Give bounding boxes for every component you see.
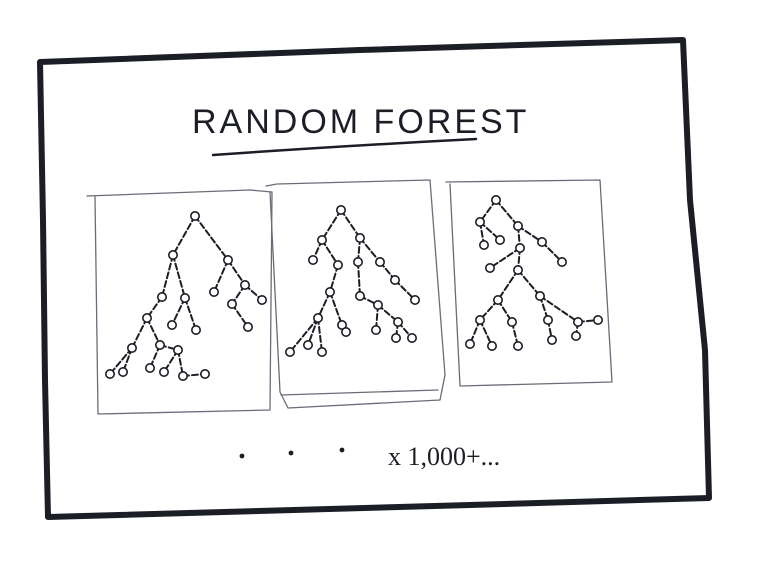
tree-edge (357, 261, 361, 297)
title-underline (211, 137, 478, 157)
tree-node (374, 256, 385, 267)
tree-node (302, 339, 313, 350)
tree-node (284, 346, 295, 357)
tree-node (506, 316, 517, 327)
tree-node (370, 324, 381, 335)
outer-frame (37, 37, 712, 520)
tree-node (392, 316, 403, 327)
tree-node (316, 346, 327, 357)
tree-node (145, 362, 156, 373)
tree-edge (340, 209, 361, 239)
tree-panel-1 (86, 189, 273, 415)
tree-node (572, 316, 583, 327)
tree-panel-3 (445, 179, 613, 387)
tree-edge (321, 209, 342, 241)
tree-edge (109, 347, 133, 375)
tree-node (157, 291, 168, 302)
tree-node (227, 298, 238, 309)
tree-node (474, 217, 485, 228)
tree-node (542, 314, 553, 325)
tree-node (173, 344, 184, 355)
tree-edge (495, 199, 519, 227)
tree-node (324, 286, 335, 297)
tree-node (256, 294, 267, 305)
tree-node (209, 286, 220, 297)
tree-node (159, 366, 170, 377)
tree-node (118, 366, 129, 377)
tree-node (354, 233, 365, 244)
tree-node (168, 250, 179, 261)
tree-node (409, 294, 420, 305)
tree-node (546, 334, 557, 345)
tree-node (372, 299, 383, 310)
tree-edge (184, 297, 197, 331)
tree-node (464, 338, 475, 349)
tree-node (340, 326, 351, 337)
tree-edge (213, 259, 229, 293)
tree-edge (161, 254, 174, 298)
tree-node (570, 330, 581, 341)
tree-edge (172, 254, 186, 299)
tree-node (474, 314, 485, 325)
tree-node (536, 237, 547, 248)
tree-node (352, 256, 363, 267)
tree-edge (359, 237, 381, 263)
tree-node (406, 332, 417, 343)
tree-panel-2 (265, 179, 446, 409)
tree-node (167, 319, 178, 330)
tree-node (484, 262, 495, 273)
tree-edge (329, 291, 343, 326)
title: RANDOM FOREST (192, 103, 529, 141)
tree-node (494, 235, 505, 246)
tree-node (389, 274, 400, 285)
tree-node (556, 256, 567, 267)
tree-edge (539, 295, 579, 323)
tree-count-label: x 1,000+... (388, 442, 500, 471)
tree-node (190, 211, 201, 222)
decision-tree-2 (284, 205, 420, 357)
tree-node (354, 290, 365, 301)
tree-node (200, 368, 211, 379)
tree-node (307, 255, 318, 266)
tree-edge (489, 247, 521, 269)
tree-node (243, 321, 254, 332)
tree-node (191, 324, 202, 335)
tree-edge (172, 215, 196, 256)
tree-node (492, 294, 503, 305)
tree-edge (131, 317, 148, 349)
decision-tree-3 (464, 195, 603, 351)
tree-node (534, 290, 545, 301)
tree-node (223, 255, 234, 266)
tree-node (312, 312, 323, 323)
tree-node (512, 340, 523, 351)
tree-node (486, 340, 497, 351)
tree-node (127, 342, 138, 353)
tree-node (512, 264, 523, 275)
tree-node (332, 259, 343, 270)
tree-node (316, 235, 327, 246)
tree-node (335, 205, 346, 216)
tree-node (390, 332, 401, 343)
tree-edge (317, 317, 323, 353)
tree-node (155, 339, 166, 350)
decision-tree-1 (105, 211, 267, 381)
tree-edge (289, 317, 319, 353)
tree-node (514, 243, 525, 254)
tree-edge (194, 215, 229, 261)
ellipsis-dots (239, 447, 345, 459)
tree-edge (497, 269, 519, 301)
tree-edge (227, 259, 246, 286)
tree-edge (517, 269, 541, 297)
tree-node (592, 314, 603, 325)
tree-node (240, 279, 251, 290)
tree-node (105, 368, 116, 379)
tree-node (142, 312, 153, 323)
tree-node (478, 240, 489, 251)
tree-node (180, 292, 191, 303)
tree-node (490, 195, 501, 206)
tree-node (512, 221, 523, 232)
tree-node (178, 370, 189, 381)
